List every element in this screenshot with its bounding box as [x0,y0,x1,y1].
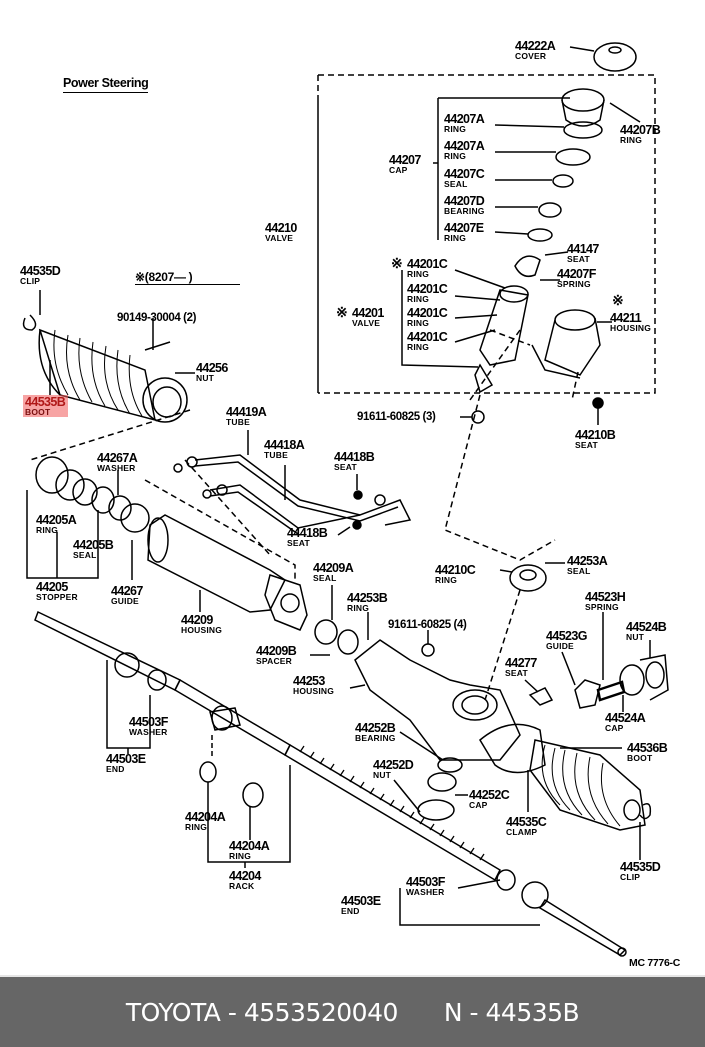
seal-44253a [509,564,547,592]
dashed-guide-lines [29,329,579,701]
valve-body [401,269,529,394]
bolt-label[interactable]: 91611-60825 (3) [357,411,436,423]
stopper-stack [26,456,150,580]
cylinder-housing [147,514,308,631]
cap-stack [494,88,641,281]
gear-housing [349,630,546,774]
cap-bracket [437,97,570,240]
bolt-label[interactable]: 91611-60825 (4) [388,619,467,631]
star-marker: ※ [336,304,348,320]
footer-part-number: TOYOTA - 4553520040 [125,997,399,1027]
star-marker: ※ [612,292,624,308]
boot-left [22,290,188,423]
drawing-code: MC 7776-C [629,957,680,969]
footer-reference: N - 44535B [443,997,580,1027]
diagram-drawing [22,42,669,957]
valve-group-box [317,74,656,394]
production-note: ※(8207— ) [135,270,240,285]
cover-shape [593,42,637,72]
diagram-title: Power Steering [63,76,149,93]
star-marker: ※ [391,255,403,271]
rack-bar [34,610,627,957]
bearing-44252b [437,757,463,773]
seal-44209a [314,619,338,645]
boot-right [527,739,652,860]
tubes [173,430,412,536]
bolt-label[interactable]: 90149-30004 (2) [117,312,197,324]
valve-housing [531,309,612,379]
footer-divider [0,975,705,977]
rack-adjuster [524,612,669,712]
footer-bar: TOYOTA - 4553520040 N - 44535B [0,977,705,1047]
